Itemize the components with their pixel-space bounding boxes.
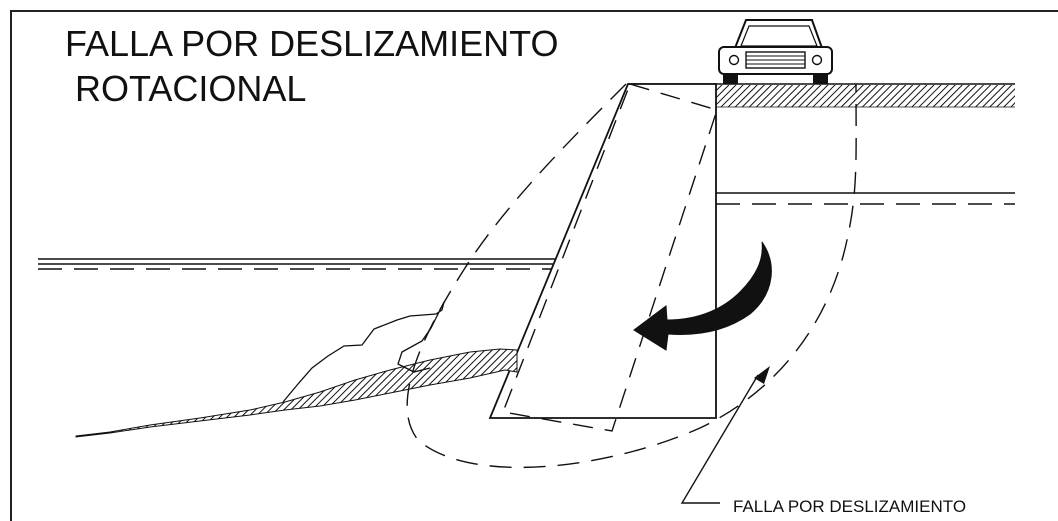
rotation-arrow-icon bbox=[633, 241, 772, 351]
car-icon bbox=[718, 19, 833, 84]
original-slope-outline bbox=[282, 301, 445, 403]
callout-arrowhead-icon bbox=[754, 366, 770, 384]
callout-label: FALLA POR DESLIZAMIENTO bbox=[733, 497, 966, 516]
inner-slip-surface bbox=[406, 83, 857, 469]
title-line-2: ROTACIONAL bbox=[75, 68, 306, 109]
rotated-wall-outline bbox=[502, 83, 718, 432]
retaining-wall bbox=[488, 83, 717, 419]
title-line-1: FALLA POR DESLIZAMIENTO bbox=[65, 23, 559, 64]
frame-border bbox=[10, 10, 1058, 521]
callout-leader bbox=[680, 374, 759, 504]
backfill-hatch bbox=[716, 85, 1015, 107]
toe-ground bbox=[75, 348, 518, 438]
